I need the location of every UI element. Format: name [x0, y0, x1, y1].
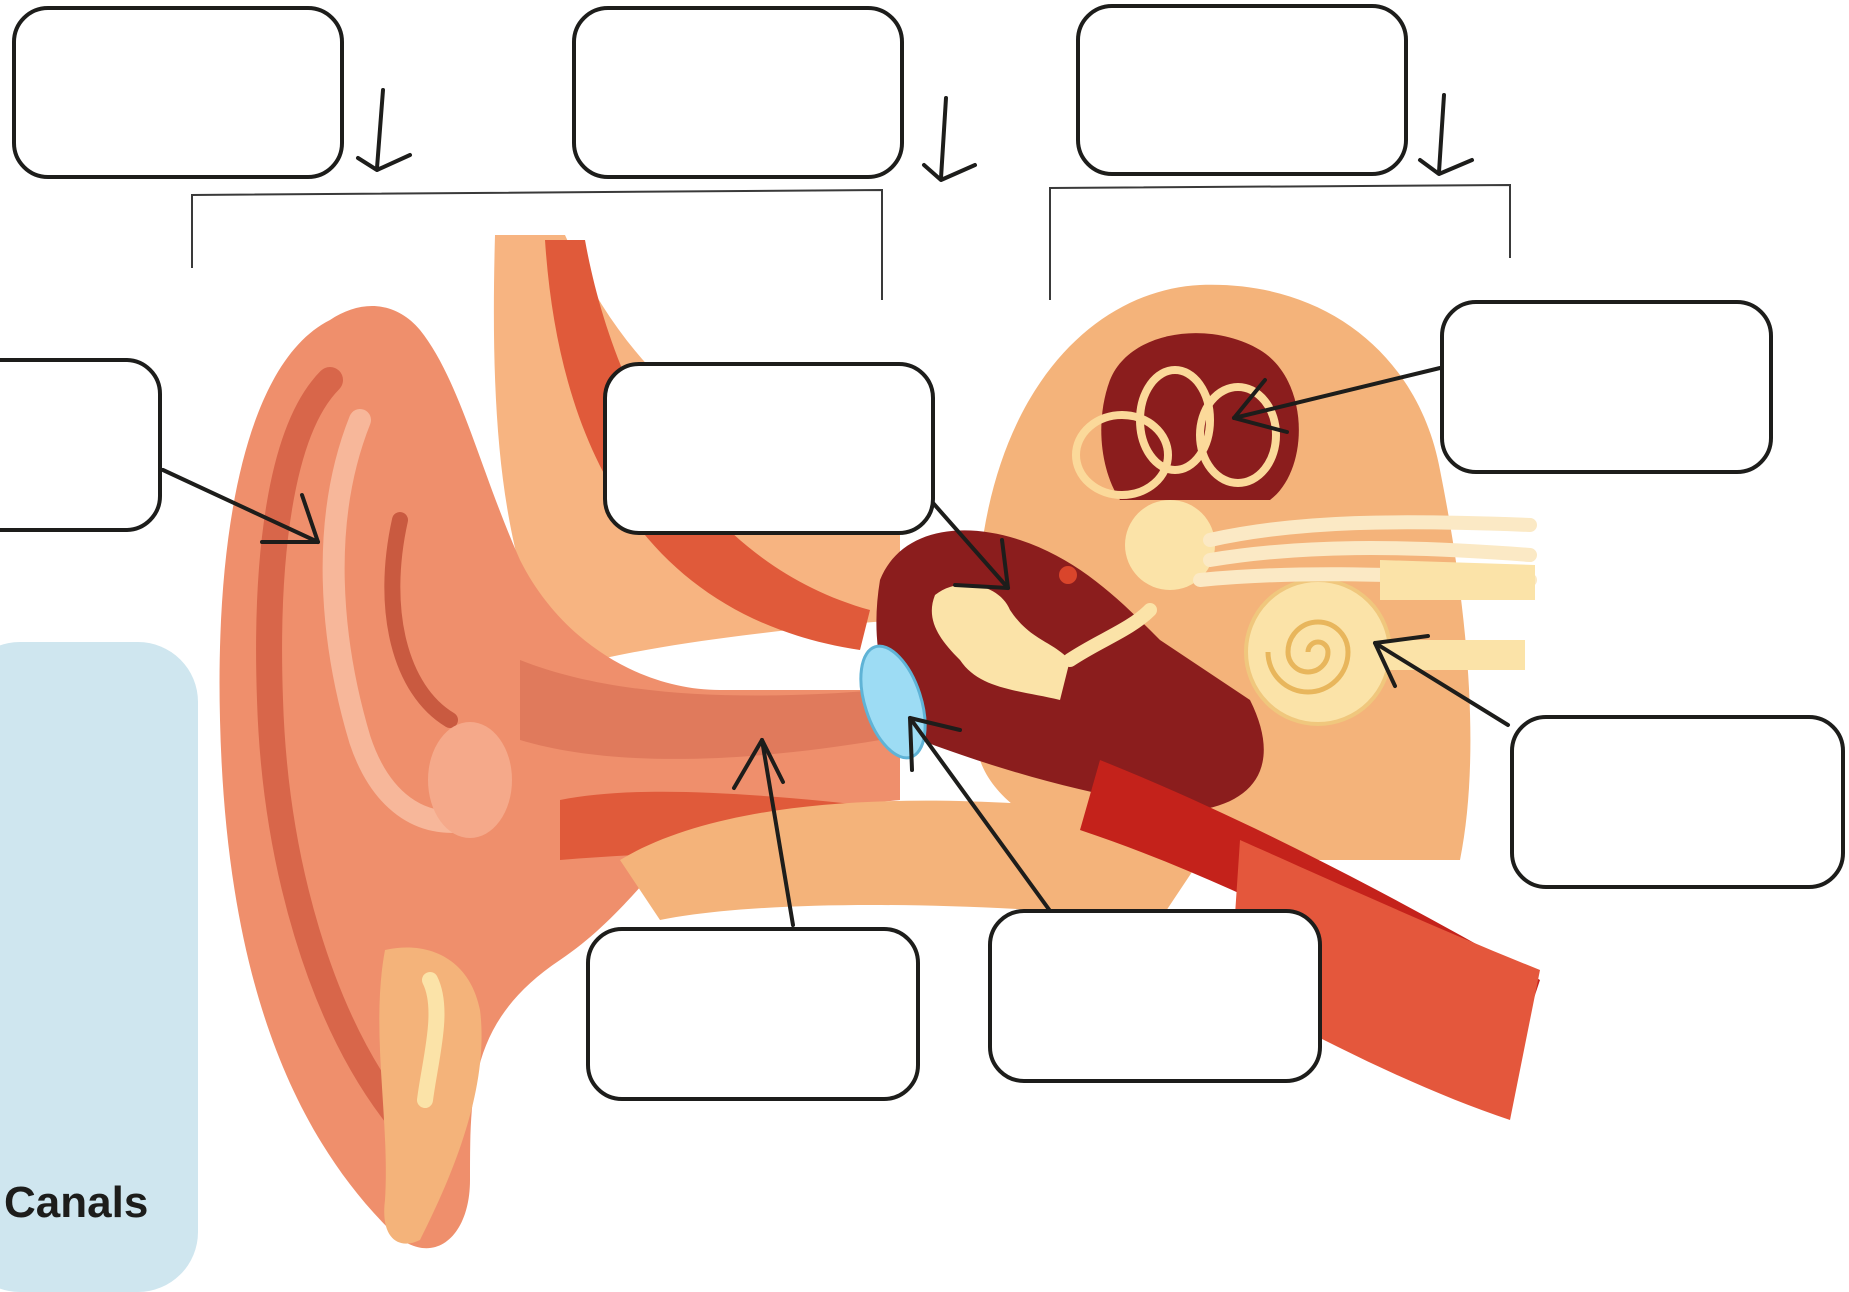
label-box-left[interactable] — [0, 358, 162, 532]
label-box-bottom-middle[interactable] — [586, 927, 920, 1101]
label-box-bottom-right[interactable] — [988, 909, 1322, 1083]
label-box-center[interactable] — [603, 362, 935, 535]
label-box-top-left[interactable] — [12, 6, 344, 179]
arrow-top-middle — [924, 98, 975, 180]
label-box-top-right[interactable] — [1076, 4, 1408, 176]
bracket-lines — [192, 185, 1510, 300]
arrow-top-right — [1420, 95, 1472, 174]
label-box-top-middle[interactable] — [572, 6, 904, 179]
arrow-top-left — [358, 90, 410, 170]
label-box-right-upper[interactable] — [1440, 300, 1773, 474]
label-box-right-lower[interactable] — [1510, 715, 1845, 889]
